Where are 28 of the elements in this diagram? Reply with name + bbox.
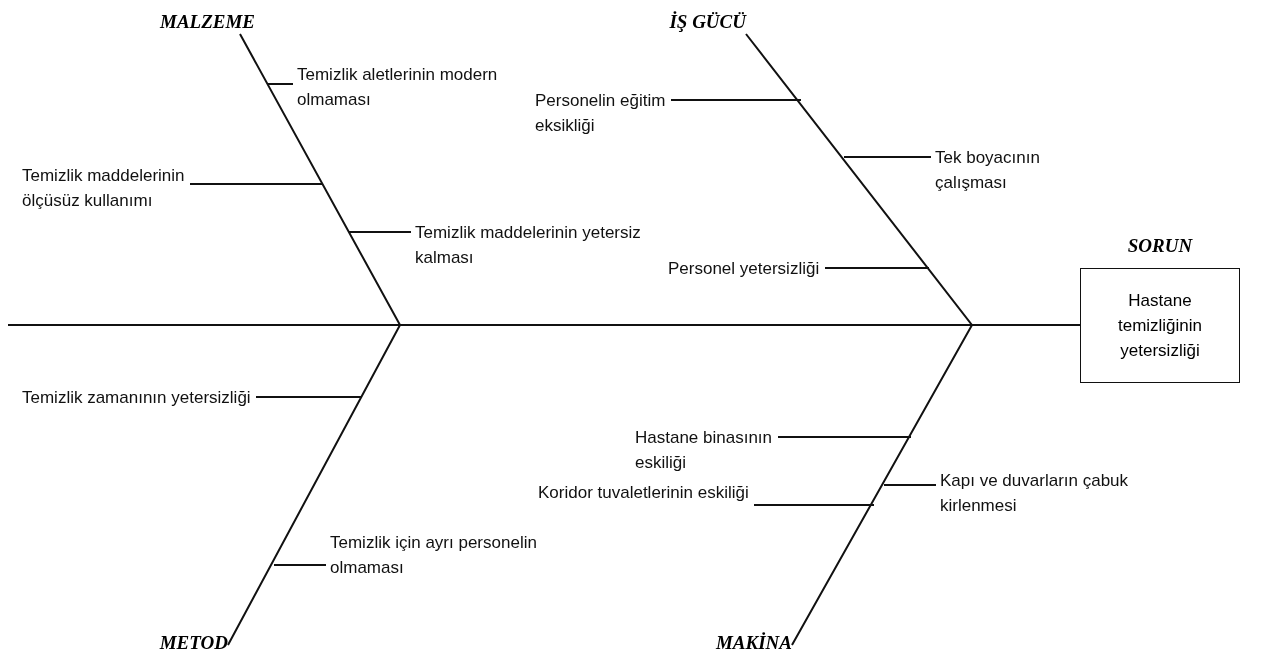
category-heading: İŞ GÜCÜ — [652, 10, 746, 34]
cause-text: Personelin eğitim eksikliği — [535, 88, 667, 138]
leader-line — [883, 484, 937, 486]
leader-line — [670, 99, 802, 101]
cause-text: Temizlik maddelerinin yetersiz kalması — [415, 220, 642, 270]
cause-text: Temizlik maddelerinin ölçüsüz kullanımı — [22, 163, 186, 213]
cause-text: Temizlik zamanının yetersizliği — [22, 385, 252, 410]
leader-line — [824, 267, 930, 269]
leader-line — [189, 183, 323, 185]
category-heading: MALZEME — [160, 10, 262, 34]
leader-line — [348, 231, 412, 233]
category-heading: MAKİNA — [688, 631, 792, 655]
problem-box: Hastane temizliğinin yetersizliği — [1080, 268, 1240, 383]
cause-text: Hastane binasının eskiliği — [635, 425, 774, 475]
cause-text: Kapı ve duvarların çabuk kirlenmesi — [940, 468, 1130, 518]
category-heading: METOD — [130, 631, 228, 655]
leader-line — [777, 436, 912, 438]
leader-line — [273, 564, 327, 566]
cause-text: Temizlik için ayrı personelin olmaması — [330, 530, 538, 580]
leader-line — [255, 396, 363, 398]
leader-line — [753, 504, 875, 506]
problem-heading: SORUN — [1126, 234, 1194, 258]
cause-text: Personel yetersizliği — [668, 256, 821, 281]
cause-text: Koridor tuvaletlerinin eskiliği — [538, 480, 750, 505]
cause-text: Tek boyacının çalışması — [935, 145, 1041, 195]
cause-text: Temizlik aletlerinin modern olmaması — [297, 62, 499, 112]
leader-line — [266, 83, 294, 85]
leader-line — [843, 156, 932, 158]
